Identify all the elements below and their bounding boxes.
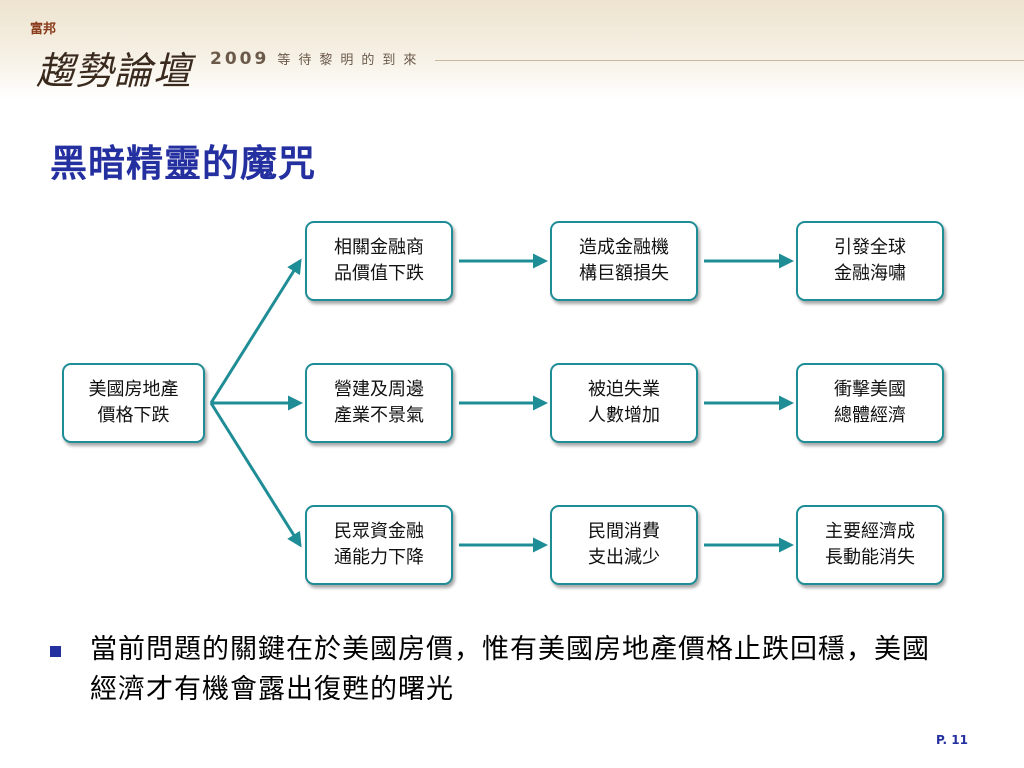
node-label-line: 民間消費 [588,521,660,542]
node-box-r3c3: 主要經濟成長動能消失 [796,505,944,585]
node-label-line: 通能力下降 [334,547,424,568]
node-box-r2c1: 營建及周邊產業不景氣 [305,363,453,443]
node-label-line: 金融海嘯 [834,263,906,284]
node-box-root: 美國房地產價格下跌 [62,363,205,443]
node-box-r1c1: 相關金融商品價值下跌 [305,221,453,301]
node-box-r3c2: 民間消費支出減少 [550,505,698,585]
bullet-marker [50,646,61,657]
logo-brand: 富邦 [30,22,57,37]
arrow-root-to-r1c1 [209,258,302,404]
node-label-line: 構巨額損失 [579,263,669,284]
node-label-line: 美國房地產 [88,379,179,400]
node-label-line: 長動能消失 [825,547,915,568]
node-box-r2c3: 衝擊美國總體經濟 [796,363,944,443]
tagline-year: 2009 [210,49,270,69]
arrow-root-to-r3c1 [209,402,302,548]
node-label-line: 產業不景氣 [334,405,424,426]
page-title: 黑暗精靈的魔咒 [50,142,316,185]
node-box-r1c2: 造成金融機構巨額損失 [550,221,698,301]
tagline-text: 等待黎明的到來 [277,53,425,68]
node-label-line: 主要經濟成 [825,521,915,542]
header-band [0,0,1024,100]
header-tagline: 2009 等待黎明的到來 [210,49,424,69]
node-label-line: 價格下跌 [97,405,170,426]
node-label-line: 衝擊美國 [834,379,906,400]
node-label-line: 民眾資金融 [334,521,424,542]
bullet-text: 當前問題的關鍵在於美國房價，惟有美國房地產價格止跌回穩，美國經濟才有機會露出復甦… [90,634,930,705]
node-label-line: 造成金融機 [579,237,669,258]
node-box-r1c3: 引發全球金融海嘯 [796,221,944,301]
node-label-line: 品價值下跌 [334,263,424,284]
page-number: P. 11 [935,733,968,747]
node-label-line: 引發全球 [834,237,906,258]
header-rule [435,60,1024,61]
node-box-r2c2: 被迫失業人數增加 [550,363,698,443]
node-label-line: 人數增加 [588,405,660,426]
node-label-line: 支出減少 [588,547,660,568]
node-label-line: 被迫失業 [588,379,660,400]
node-label-line: 相關金融商 [334,237,424,258]
node-label-line: 總體經濟 [834,405,906,426]
node-label-line: 營建及周邊 [334,379,424,400]
node-box-r3c1: 民眾資金融通能力下降 [305,505,453,585]
logo-forum-name: 趨勢論壇 [36,49,193,93]
